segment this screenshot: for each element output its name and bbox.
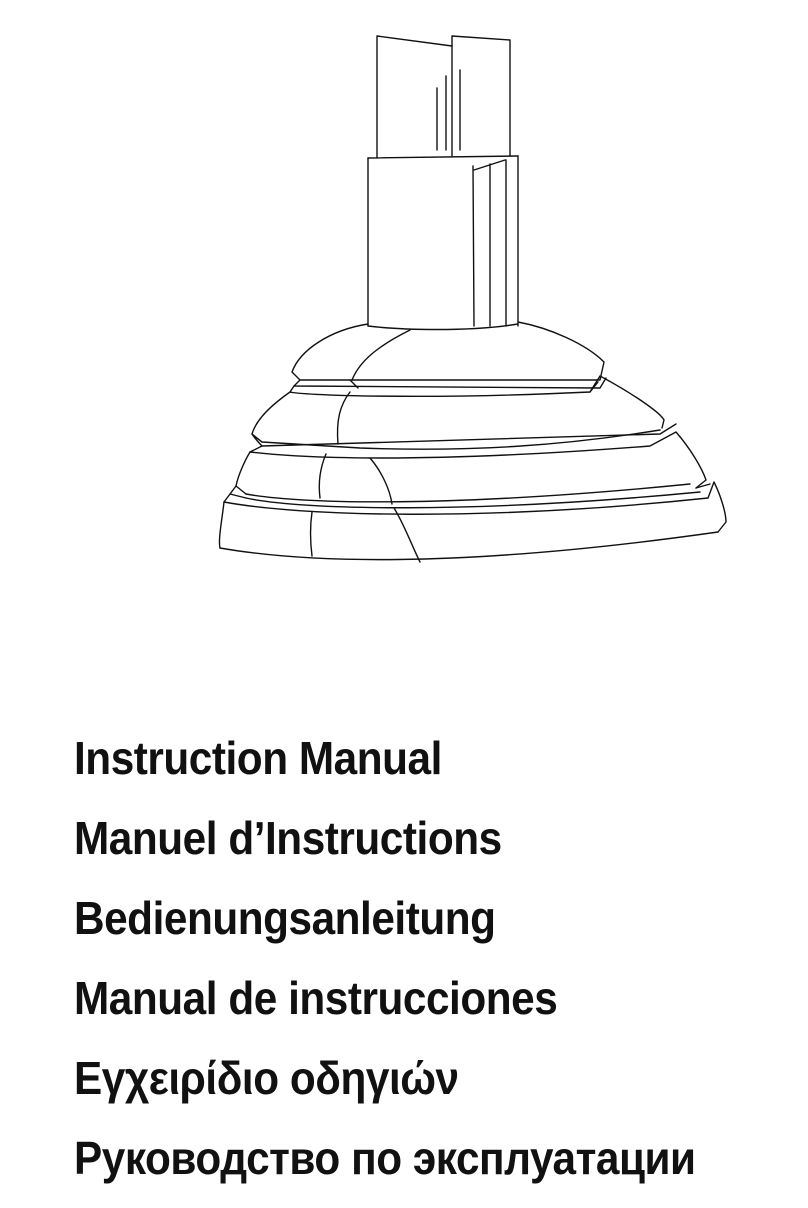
- title-german: Bedienungsanleitung: [74, 892, 496, 944]
- hood-base-tier: [218, 481, 727, 563]
- title-english: Instruction Manual: [74, 732, 442, 784]
- upper-chimney: [376, 35, 511, 159]
- title-french: Manuel d’Instructions: [74, 812, 502, 864]
- hood-tier-2: [251, 375, 665, 450]
- range-hood-illustration: [218, 35, 727, 563]
- lower-chimney: [367, 155, 519, 327]
- hood-top-tier: [291, 321, 607, 389]
- manual-title-list: Instruction Manual Manuel d’Instructions…: [74, 718, 794, 1198]
- title-russian: Руководство по эксплуатации: [74, 1132, 696, 1184]
- title-spanish: Manual de instrucciones: [74, 972, 558, 1024]
- title-greek: Εγχειρίδιο οδηγιών: [74, 1052, 459, 1104]
- hood-tier-3: [235, 423, 707, 505]
